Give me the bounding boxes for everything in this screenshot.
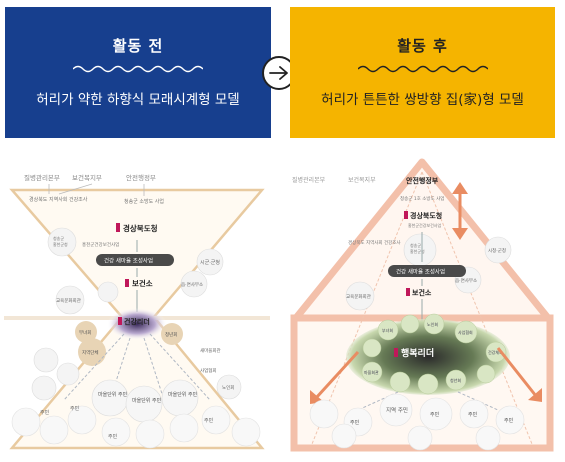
svg-text:청송군: 청송군 xyxy=(410,242,421,248)
label-ministry-sub: 청송군 1호 소방도 사업 xyxy=(400,195,444,202)
svg-text:청송군: 청송군 xyxy=(53,235,64,241)
label-health-center: 보건소 xyxy=(132,278,153,288)
label-inner-1: 부녀회 xyxy=(382,327,393,333)
label-inner-6: 청년회 xyxy=(450,377,461,383)
label-mohw-r: 보건복지부 xyxy=(348,176,376,184)
label-generic-r4: 주민 xyxy=(504,417,514,424)
svg-text:홍천군청: 홍천군청 xyxy=(410,248,425,254)
label-generic-3: 주민 xyxy=(204,417,214,424)
svg-text:새마을회관: 새마을회관 xyxy=(200,347,221,354)
label-survey-r: 경상북도 지역사회 건강조사 xyxy=(348,239,401,246)
house-diagram: 질병관리본부 보건복지부 안전행정부 청송군 1호 소방도 사업 경상북도청 홍… xyxy=(288,152,556,456)
label-mois: 안전행정부 xyxy=(126,173,156,182)
label-side-2: 읍·면사무소 xyxy=(181,281,203,288)
label-side-1: 시군·군청 xyxy=(200,260,220,266)
label-leader-r: 행복리더 xyxy=(401,347,434,359)
label-side-r3: 교육문화회관 xyxy=(346,293,371,300)
double-arrow-icon xyxy=(452,182,468,240)
label-side-r1: 시청·군청 xyxy=(488,248,506,254)
wave-divider-icon xyxy=(73,65,203,73)
label-mohw: 보건복지부 xyxy=(72,173,102,182)
label-province-r: 경상북도청 xyxy=(410,211,442,220)
svg-text:부녀회: 부녀회 xyxy=(79,329,91,336)
label-resident-1: 마을단위 주민 xyxy=(98,391,128,398)
label-side-r2: 읍·면사무소 xyxy=(455,277,477,284)
label-kcdc-r: 질병관리본부 xyxy=(292,176,326,184)
label-province-sub-r: 홍천군건강보건사업 xyxy=(408,222,441,228)
before-subtitle: 허리가 약한 하향식 모래시계형 모델 xyxy=(36,92,240,108)
label-resident-3: 마을단위 주민 xyxy=(168,391,198,398)
label-inner-5: 마을회관 xyxy=(364,369,379,375)
label-health-center-r: 보건소 xyxy=(412,288,432,297)
svg-text:노인회: 노인회 xyxy=(222,384,234,391)
label-kcdc: 질병관리본부 xyxy=(24,173,60,182)
before-banner: 활동 전 허리가 약한 하향식 모래시계형 모델 xyxy=(5,7,271,138)
label-inner-4: 건강체조 xyxy=(488,349,503,355)
label-generic-2: 주민 xyxy=(108,433,118,440)
label-region-residents: 지역 주민 xyxy=(386,406,408,414)
svg-text:사업협회: 사업협회 xyxy=(200,367,217,374)
label-ministry: 안전행정부 xyxy=(406,176,439,185)
svg-text:청년회: 청년회 xyxy=(165,331,177,338)
hourglass-diagram: 질병관리본부 보건복지부 안전행정부 경상북도 지역사회 건강조사 청송군 소방… xyxy=(4,152,270,456)
svg-text:지역단체: 지역단체 xyxy=(82,349,99,356)
before-title: 활동 전 xyxy=(112,37,164,55)
label-inner-3: 사업협회 xyxy=(458,329,473,335)
label-side-3: 교육문화회관 xyxy=(56,297,81,304)
label-generic-r2: 주민 xyxy=(350,419,360,426)
after-title: 활동 후 xyxy=(397,37,448,55)
label-generic-r3: 주민 xyxy=(468,411,478,418)
label-survey: 경상북도 지역사회 건강조사 xyxy=(29,196,88,203)
wave-divider-icon xyxy=(357,65,488,73)
svg-text:홍천군청: 홍천군청 xyxy=(53,241,68,247)
label-generic-4: 주민 xyxy=(40,409,50,416)
after-banner: 활동 후 허리가 튼튼한 쌍방향 집(家)형 모델 xyxy=(290,7,555,138)
label-inner-2: 노인회 xyxy=(427,321,438,327)
label-province: 경상북도청 xyxy=(123,223,158,233)
label-project-r: 건강 새마을 조성사업 xyxy=(396,268,445,276)
label-province-sub: 홍천군건강보건사업 xyxy=(82,241,119,248)
label-generic-r1: 주민 xyxy=(430,411,440,418)
after-subtitle: 허리가 튼튼한 쌍방향 집(家)형 모델 xyxy=(321,92,524,108)
label-leader: 건강리더 xyxy=(124,317,150,326)
label-sobang: 청송군 소방도 사업 xyxy=(124,198,164,205)
label-resident-2: 마을단위 주민 xyxy=(132,397,162,404)
label-project: 건강 새마을 조성사업 xyxy=(104,257,153,265)
label-generic-1: 주민 xyxy=(70,405,80,412)
